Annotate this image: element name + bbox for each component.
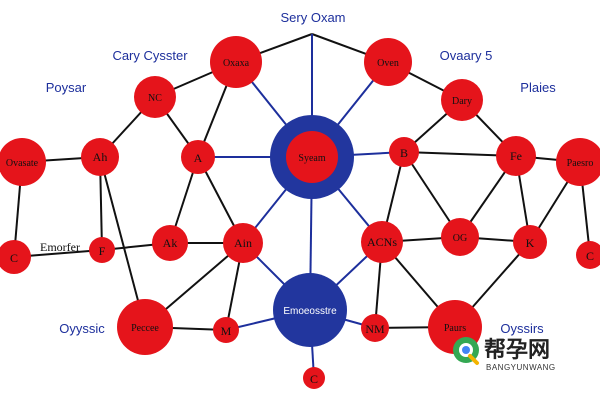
svg-text:Ain: Ain: [234, 236, 252, 250]
node-c-bottom: C: [303, 367, 325, 389]
svg-text:Ah: Ah: [93, 150, 108, 164]
svg-text:NM: NM: [365, 322, 385, 336]
side-labels: Sery Oxam Cary Cysster Poysar Ovaary 5 P…: [40, 10, 556, 336]
svg-text:K: K: [526, 236, 535, 250]
svg-text:C: C: [10, 251, 18, 265]
side-label-bottom-right: Oyssirs: [500, 321, 544, 336]
node-oxaxa: Oxaxa: [210, 36, 262, 88]
node-c-right: C: [576, 241, 600, 269]
node-k: K: [513, 225, 547, 259]
title-label: Sery Oxam: [280, 10, 345, 25]
nodes: Oxaxa Oven NC Dary Ovasate Ah: [0, 36, 600, 389]
svg-text:C: C: [310, 372, 318, 386]
side-label-top-left: Cary Cysster: [112, 48, 188, 63]
node-nm: NM: [361, 314, 389, 342]
svg-text:Paurs: Paurs: [444, 323, 466, 334]
svg-text:NC: NC: [148, 93, 162, 104]
svg-text:A: A: [194, 151, 203, 165]
svg-text:B: B: [400, 146, 408, 160]
side-label-top-right: Ovaary 5: [440, 48, 493, 63]
node-c-left: C: [0, 240, 31, 274]
svg-text:Ak: Ak: [163, 236, 178, 250]
node-paesro: Paesro: [556, 138, 600, 186]
svg-text:Fe: Fe: [510, 149, 522, 163]
svg-text:Emoeosstre: Emoeosstre: [283, 306, 337, 317]
watermark-sub: BANGYUNWANG: [486, 363, 556, 372]
side-label-left-mid: Emorfer: [40, 240, 80, 254]
node-m: M: [213, 317, 239, 343]
watermark: 帮孕网 BANGYUNWANG: [453, 337, 556, 372]
svg-text:Peccee: Peccee: [131, 323, 159, 334]
node-ain: Ain: [223, 223, 263, 263]
svg-text:F: F: [99, 244, 106, 258]
svg-text:ACNs: ACNs: [367, 235, 397, 249]
side-label-bottom-left: Oyyssic: [59, 321, 105, 336]
node-peccee: Peccee: [117, 299, 173, 355]
node-dary: Dary: [441, 79, 483, 121]
svg-text:Ovasate: Ovasate: [6, 158, 39, 169]
node-a: A: [181, 140, 215, 174]
svg-text:Dary: Dary: [452, 96, 472, 107]
svg-text:Paesro: Paesro: [567, 158, 594, 169]
svg-text:Oven: Oven: [377, 58, 399, 69]
svg-text:Oxaxa: Oxaxa: [223, 58, 250, 69]
svg-text:Syeam: Syeam: [298, 153, 325, 164]
node-og: OG: [441, 218, 479, 256]
side-label-right: Plaies: [520, 80, 556, 95]
watermark-brand: 帮孕网: [484, 337, 550, 363]
node-oven: Oven: [364, 38, 412, 86]
node-nc: NC: [134, 76, 176, 118]
node-fe: Fe: [496, 136, 536, 176]
hub-emo: Emoeosstre: [273, 273, 347, 347]
node-b: B: [389, 137, 419, 167]
svg-text:OG: OG: [453, 233, 467, 244]
hub-system: Syeam: [270, 115, 354, 199]
node-ah: Ah: [81, 138, 119, 176]
edge: [99, 156, 146, 328]
side-label-left: Poysar: [46, 80, 87, 95]
node-ak: Ak: [152, 225, 188, 261]
node-f: F: [89, 237, 115, 263]
watermark-logo-icon: [453, 337, 479, 365]
node-ovasate: Ovasate: [0, 138, 46, 186]
svg-text:M: M: [221, 324, 232, 338]
svg-text:C: C: [586, 249, 594, 263]
node-acns: ACNs: [361, 221, 403, 263]
